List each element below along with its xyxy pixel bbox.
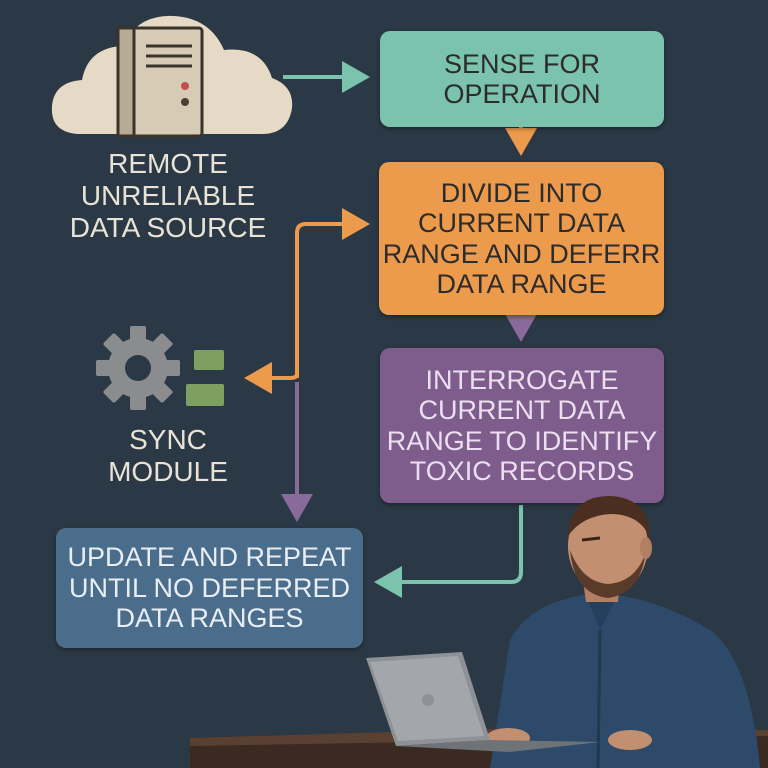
divide-line: DIVIDE INTO bbox=[440, 177, 603, 208]
update-line: DATA RANGES bbox=[115, 603, 304, 634]
update-box: UPDATE AND REPEAT UNTIL NO DEFERRED DATA… bbox=[56, 528, 363, 648]
gear-icon bbox=[96, 326, 224, 410]
arrow-to-sync bbox=[244, 362, 299, 394]
remote-source-label: REMOTE UNRELIABLE DATA SOURCE bbox=[48, 148, 288, 245]
sync-module-label: SYNC MODULE bbox=[88, 424, 248, 488]
divide-line: DATA RANGE bbox=[436, 269, 607, 299]
sense-line: SENSE FOR bbox=[443, 48, 601, 79]
interrogate-line: CURRENT DATA bbox=[418, 395, 626, 425]
remote-source-line: UNRELIABLE bbox=[80, 180, 256, 212]
remote-source-line: REMOTE bbox=[108, 148, 228, 179]
remote-source-line: DATA SOURCE bbox=[69, 212, 267, 244]
sense-line: OPERATION bbox=[443, 79, 601, 109]
divide-line: CURRENT DATA bbox=[417, 208, 625, 238]
interrogate-line: TOXIC RECORDS bbox=[409, 456, 635, 486]
update-line: UNTIL NO DEFERRED bbox=[68, 572, 351, 603]
sense-box: SENSE FOR OPERATION bbox=[380, 31, 664, 127]
arrow-interrogate-to-update bbox=[374, 505, 523, 598]
interrogate-box: INTERROGATE CURRENT DATA RANGE TO IDENTI… bbox=[380, 348, 664, 503]
divide-box: DIVIDE INTO CURRENT DATA RANGE AND DEFER… bbox=[379, 162, 664, 315]
update-line: UPDATE AND REPEAT bbox=[67, 542, 352, 573]
interrogate-line: INTERROGATE bbox=[425, 364, 619, 395]
interrogate-line: RANGE TO IDENTIFY bbox=[386, 425, 658, 456]
sync-module-line: SYNC bbox=[129, 424, 207, 455]
person-at-laptop-illustration bbox=[190, 496, 768, 768]
arrow-sync-to-divide bbox=[295, 208, 370, 378]
sync-module-line: MODULE bbox=[108, 456, 228, 488]
cloud-server-icon bbox=[51, 15, 293, 138]
divide-line: RANGE AND DEFERR bbox=[382, 238, 661, 269]
